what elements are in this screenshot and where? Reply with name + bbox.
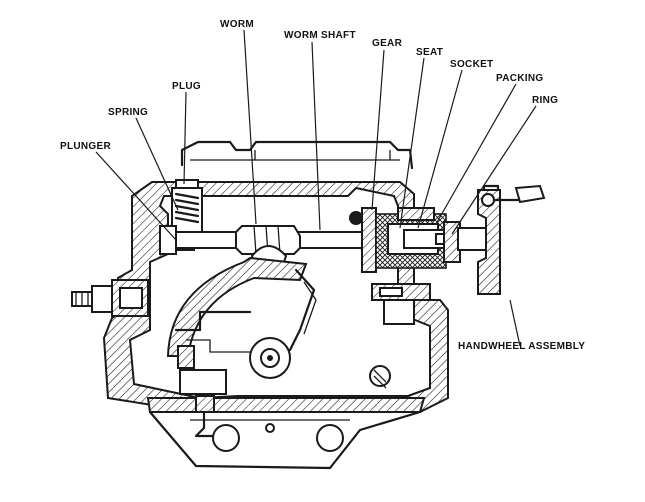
label-plug: PLUG — [172, 81, 201, 92]
gear — [361, 207, 377, 273]
leader-spring — [135, 117, 179, 211]
labels: WORM WORM SHAFT GEAR SEAT SOCKET PACKING… — [60, 19, 585, 352]
label-gear: GEAR — [372, 38, 403, 49]
leader-ring — [451, 105, 537, 235]
leader-worm-shaft — [311, 41, 321, 231]
lower-components — [177, 283, 431, 438]
leader-seat — [399, 57, 425, 229]
leader-lines — [95, 29, 537, 347]
label-plunger: PLUNGER — [60, 141, 111, 152]
leader-gear — [371, 49, 385, 211]
label-ring: RING — [532, 95, 558, 106]
leader-worm — [243, 29, 257, 225]
label-seat: SEAT — [416, 47, 443, 58]
leader-plug — [183, 91, 187, 185]
label-packing: PACKING — [496, 73, 543, 84]
leader-handwheel — [509, 299, 521, 347]
packing-assembly — [375, 207, 461, 269]
label-socket: SOCKET — [450, 59, 493, 70]
label-spring: SPRING — [108, 107, 148, 118]
leader-socket — [417, 69, 463, 229]
label-handwheel-assembly: HANDWHEEL ASSEMBLY — [458, 341, 585, 352]
label-worm-shaft: WORM SHAFT — [284, 30, 356, 41]
feet — [212, 423, 344, 452]
grease-fitting — [71, 279, 149, 317]
top-cover — [180, 140, 414, 170]
leader-plunger — [95, 151, 177, 241]
leader-packing — [435, 83, 517, 225]
handwheel-assembly — [457, 184, 546, 295]
label-worm: WORM — [220, 19, 254, 30]
